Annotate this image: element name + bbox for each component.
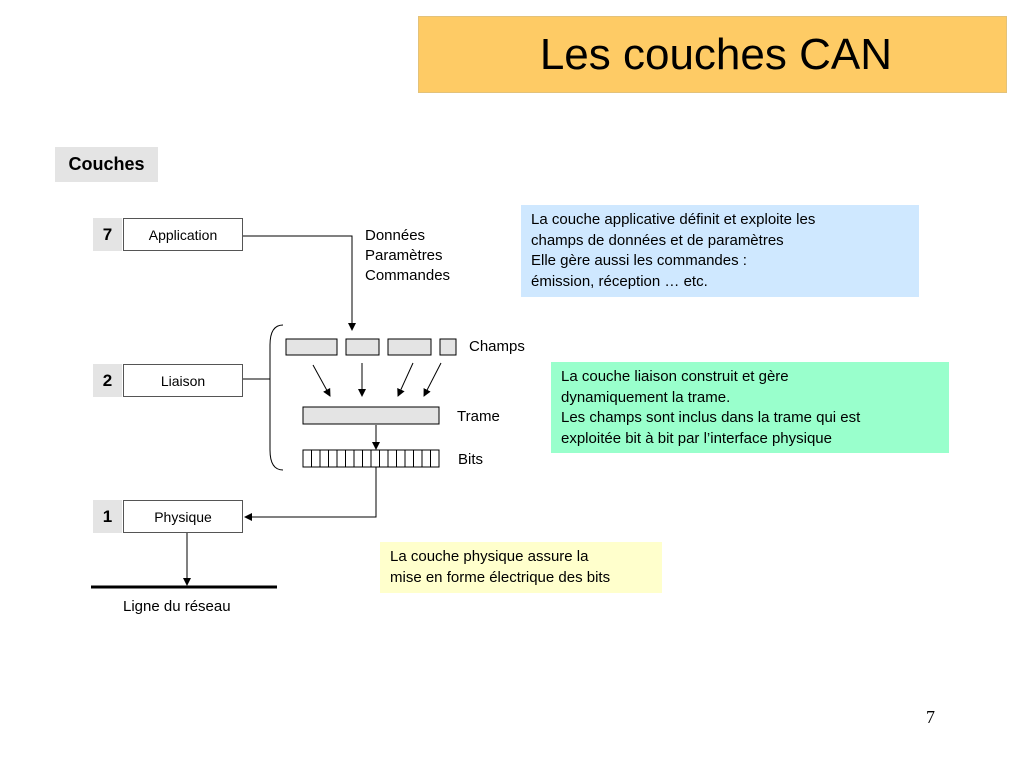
bit-cell (319, 449, 329, 468)
bit-cell (353, 449, 363, 468)
bit-cell (302, 449, 312, 468)
note-line: La couche liaison construit et gère (561, 368, 789, 385)
page-title: Les couches CAN (539, 30, 892, 79)
application-to-champs-connector (243, 235, 356, 331)
network-line-label: Ligne du réseau (123, 598, 231, 615)
bit-cell (404, 449, 414, 468)
bit-cell (362, 449, 372, 468)
physique-note: La couche physique assure la mise en for… (380, 542, 662, 593)
note-line: Elle gère aussi les commandes : (531, 252, 747, 269)
bit-cell (311, 449, 321, 468)
note-line: Les champs sont inclus dans la trame qui… (561, 409, 861, 426)
champ-box (345, 338, 380, 356)
note-line: mise en forme électrique des bits (390, 568, 611, 586)
title-banner: Les couches CAN (418, 16, 1007, 93)
note-line: exploitée bit à bit par l’interface phys… (561, 429, 832, 447)
note-line: La couche physique assure la (390, 548, 589, 565)
bit-cell (387, 449, 397, 468)
page-number: 7 (926, 707, 935, 727)
note-line: dynamiquement la trame. (561, 388, 731, 406)
layer-number-7: 7 (93, 218, 122, 251)
bit-cell (421, 449, 431, 468)
physique-layer-box: Physique (123, 500, 243, 533)
layer-number-1: 1 (93, 500, 122, 533)
commandes-label: Commandes (365, 267, 451, 284)
bits-to-physique-connector (244, 467, 377, 521)
note-line: émission, réception … etc. (531, 272, 708, 290)
champ-box (387, 338, 432, 356)
bit-cell (370, 449, 380, 468)
liaison-layer-box: Liaison (123, 364, 243, 397)
champ-to-trame-arrow (312, 364, 331, 397)
champ-box (439, 338, 457, 356)
application-layer-box: Application (123, 218, 243, 251)
bit-cell (328, 449, 338, 468)
donnees-label: Données (365, 227, 426, 244)
section-label: Couches (55, 147, 158, 182)
bit-cell (396, 449, 406, 468)
layer-number-2: 2 (93, 364, 122, 397)
bit-cell (413, 449, 423, 468)
champ-to-trame-arrow (397, 362, 414, 397)
champs-label: Champs (469, 338, 525, 355)
bit-cell (336, 449, 346, 468)
application-note: La couche applicative définit et exploit… (521, 205, 919, 297)
note-line: champs de données et de paramètres (531, 231, 784, 249)
note-line: La couche applicative définit et exploit… (531, 211, 816, 228)
bit-cell (379, 449, 389, 468)
bit-cell (430, 449, 440, 468)
champ-to-trame-arrow (423, 362, 442, 397)
bits-label: Bits (458, 451, 484, 468)
trame-label: Trame (457, 408, 500, 425)
champ-box (285, 338, 338, 356)
liaison-bracket (269, 324, 284, 471)
liaison-note: La couche liaison construit et gère dyna… (551, 362, 949, 453)
trame-box (302, 406, 440, 425)
bits-strip (302, 449, 440, 468)
parametres-label: Paramètres (365, 247, 443, 264)
bit-cell (345, 449, 355, 468)
